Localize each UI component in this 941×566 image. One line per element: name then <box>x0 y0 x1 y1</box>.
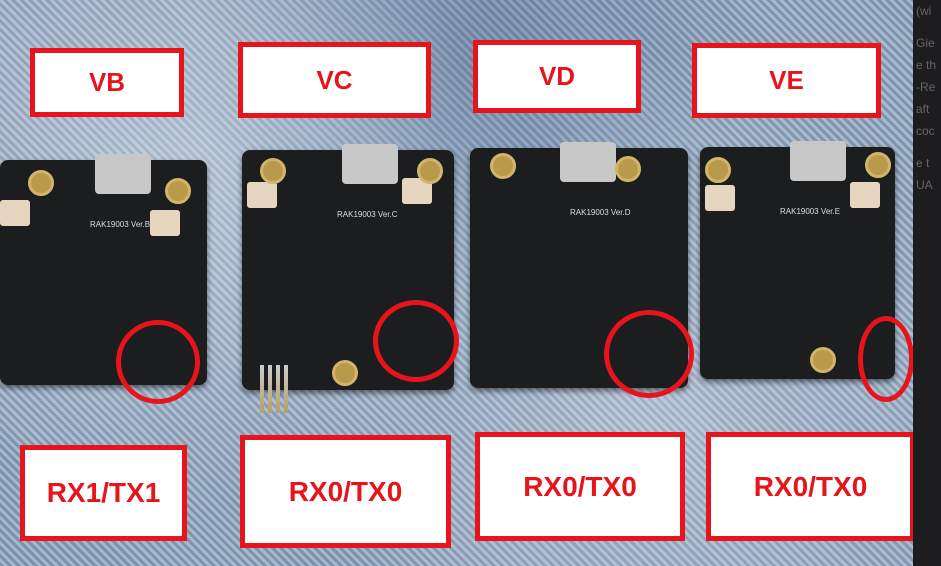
board-silk: RAK19003 Ver.D <box>570 208 631 217</box>
label-vd-uart: RX0/TX0 <box>475 432 685 541</box>
side-text: e t <box>916 156 930 170</box>
mounting-hole <box>417 158 443 184</box>
label-vb-uart: RX1/TX1 <box>20 445 187 541</box>
spacer <box>916 22 941 32</box>
mounting-hole <box>260 158 286 184</box>
side-text: (wi <box>916 4 932 18</box>
label-vd: VD <box>473 40 641 113</box>
side-text: Gie <box>916 36 935 50</box>
mounting-hole <box>28 170 54 196</box>
jst-connector <box>0 200 30 226</box>
mounting-hole <box>810 347 836 373</box>
mounting-hole <box>332 360 358 386</box>
usb-c-port <box>790 141 846 181</box>
side-panel: (wi Gie e th -Re aft coc e t UA <box>913 0 941 566</box>
label-vc: VC <box>238 42 431 118</box>
mounting-hole <box>865 152 891 178</box>
spacer <box>916 142 941 152</box>
jst-connector <box>247 182 277 208</box>
side-text: UA <box>916 178 933 192</box>
board-vb: RAK19003 Ver.B <box>0 154 207 385</box>
label-vc-uart: RX0/TX0 <box>240 435 451 548</box>
header-pins <box>260 365 288 413</box>
mounting-hole <box>165 178 191 204</box>
jst-connector <box>705 185 735 211</box>
side-text: coc <box>916 124 935 138</box>
board-silk: RAK19003 Ver.C <box>337 210 398 219</box>
label-ve: VE <box>692 43 881 118</box>
usb-c-port <box>342 144 398 184</box>
side-text: aft <box>916 102 930 116</box>
usb-c-port <box>560 142 616 182</box>
label-ve-uart: RX0/TX0 <box>706 432 915 541</box>
highlight-circle-vd <box>604 310 694 398</box>
highlight-circle-vc <box>373 300 459 382</box>
highlight-circle-ve <box>858 316 914 402</box>
usb-c-port <box>95 154 151 194</box>
side-text: e th <box>916 58 937 72</box>
mounting-hole <box>490 153 516 179</box>
mounting-hole <box>705 157 731 183</box>
highlight-circle-vb <box>116 320 200 404</box>
jst-connector <box>850 182 880 208</box>
label-vb: VB <box>30 48 184 117</box>
side-text: -Re <box>916 80 936 94</box>
mounting-hole <box>615 156 641 182</box>
board-silk: RAK19003 Ver.B <box>90 220 151 229</box>
jst-connector <box>150 210 180 236</box>
board-silk: RAK19003 Ver.E <box>780 207 841 216</box>
